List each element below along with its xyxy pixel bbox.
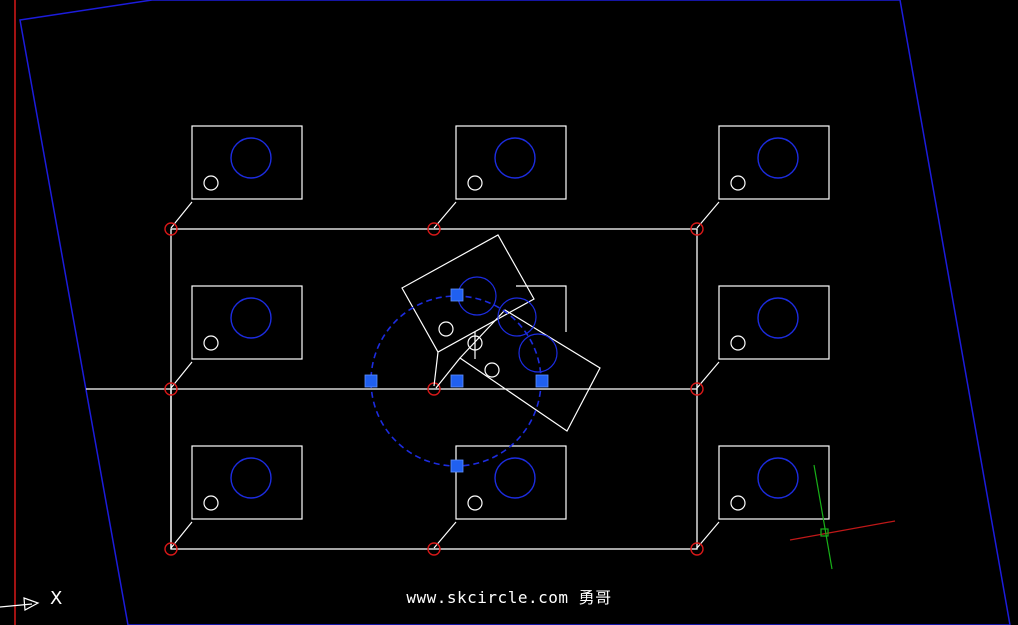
component-block bbox=[170, 445, 303, 549]
rotated-block-a[interactable] bbox=[401, 234, 535, 387]
rotated-block-b[interactable] bbox=[435, 297, 601, 432]
grip-points[interactable] bbox=[364, 288, 549, 473]
component-block bbox=[433, 125, 567, 229]
grip-bottom[interactable] bbox=[450, 459, 464, 473]
ucs-x-label: X bbox=[50, 588, 63, 609]
component-block bbox=[170, 125, 303, 229]
grip-center[interactable] bbox=[450, 374, 464, 388]
node-markers bbox=[164, 222, 704, 556]
component-block bbox=[170, 285, 303, 389]
node-marker[interactable] bbox=[690, 222, 704, 236]
node-marker[interactable] bbox=[164, 542, 178, 556]
grip-right[interactable] bbox=[535, 374, 549, 388]
node-marker[interactable] bbox=[164, 222, 178, 236]
node-marker[interactable] bbox=[427, 542, 441, 556]
grip-left[interactable] bbox=[364, 374, 378, 388]
crosshair-cursor bbox=[789, 464, 896, 570]
component-block bbox=[696, 445, 830, 549]
component-block bbox=[696, 125, 830, 229]
boundary-frame bbox=[19, 0, 1011, 625]
component-block bbox=[696, 285, 830, 389]
ucs-icon bbox=[0, 597, 40, 611]
component-block bbox=[467, 285, 567, 359]
main-frame bbox=[86, 228, 698, 550]
node-marker[interactable] bbox=[164, 382, 178, 396]
grip-top[interactable] bbox=[450, 288, 464, 302]
node-marker[interactable] bbox=[427, 222, 441, 236]
component-blocks bbox=[170, 125, 830, 549]
node-marker[interactable] bbox=[690, 382, 704, 396]
node-marker[interactable] bbox=[690, 542, 704, 556]
watermark-text: www.skcircle.com 勇哥 bbox=[406, 588, 612, 607]
